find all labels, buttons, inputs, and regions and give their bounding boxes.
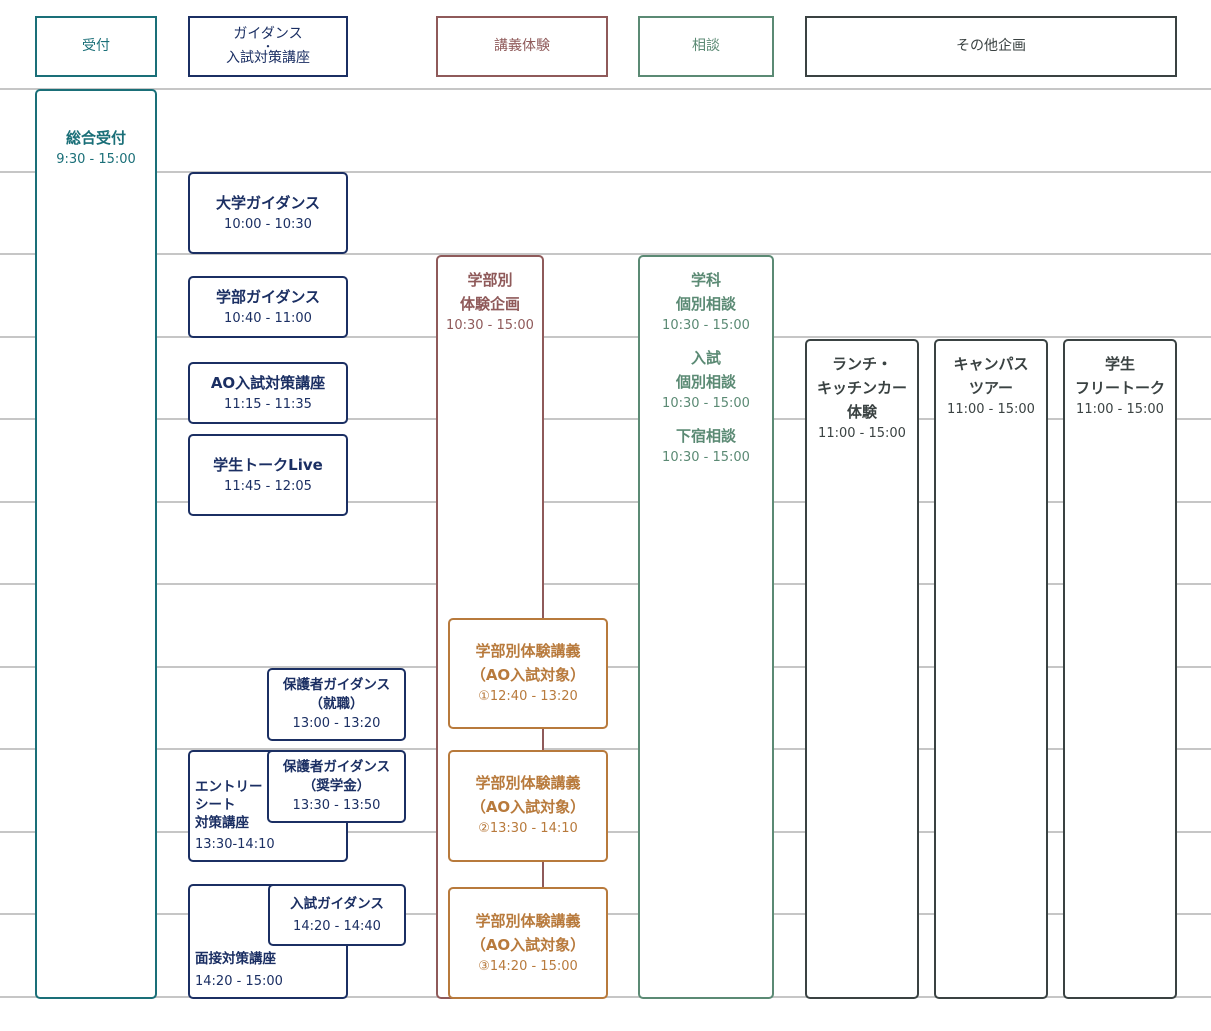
student-free-talk-line1: 学生 [1104,355,1135,373]
header-guidance-line1: ガイダンス [233,26,303,42]
header-reception: 受付 [35,16,157,77]
general-reception-title: 総合受付 [65,129,126,147]
grid-line [0,253,1211,255]
lunch-kitchen-car-line3: 体験 [846,403,877,421]
campus-tour-line1: キャンパス [953,355,1029,373]
faculty-lecture-ao-1-time: ①12:40 - 13:20 [478,689,578,704]
header-guidance: ガイダンス ・ 入試対策講座 [188,16,348,77]
student-free-talk-time: 11:00 - 15:00 [1076,402,1164,417]
lunch-kitchen-car-block[interactable]: ランチ・ キッチンカー 体験 11:00 - 15:00 [805,339,919,999]
header-guidance-line2: ・ [262,40,274,53]
university-guidance-title: 大学ガイダンス [215,194,321,212]
parent-guidance-scholarship-line1: 保護者ガイダンス [282,759,391,775]
faculty-lecture-ao-2-line1: 学部別体験講義 [475,774,581,792]
dept-consultation-time: 10:30 - 15:00 [662,318,750,333]
ao-exam-prep-title: AO入試対策講座 [210,374,326,392]
ao-exam-prep-block[interactable]: AO入試対策講座 11:15 - 11:35 [188,362,348,424]
entry-sheet-prep-time: 13:30-14:10 [195,837,275,852]
grid-line [0,583,1211,585]
parent-guidance-employment-time: 13:00 - 13:20 [292,716,381,731]
university-guidance-time: 10:00 - 10:30 [224,217,312,232]
faculty-experience-line1: 学部別 [467,271,513,289]
parent-guidance-scholarship-time: 13:30 - 13:50 [292,798,381,813]
exam-guidance-title: 入試ガイダンス [290,896,384,912]
faculty-lecture-ao-1-line2: （AO入試対象） [470,666,586,684]
general-reception-time: 9:30 - 15:00 [56,152,136,167]
faculty-lecture-ao-3-line1: 学部別体験講義 [475,912,581,930]
grid-line [0,88,1211,90]
grid-line [0,171,1211,173]
faculty-lecture-ao-1-line1: 学部別体験講義 [475,642,581,660]
header-lecture-label: 講義体験 [494,38,550,54]
dept-consultation-line1: 学科 [690,271,721,289]
student-free-talk-line2: フリートーク [1074,379,1165,397]
header-other-label: その他企画 [956,38,1026,54]
student-talk-live-block[interactable]: 学生トークLive 11:45 - 12:05 [188,434,348,516]
lunch-kitchen-car-line2: キッチンカー [816,379,907,397]
faculty-lecture-ao-2-line2: （AO入試対象） [470,798,586,816]
campus-tour-line2: ツアー [968,379,1014,397]
campus-tour-time: 11:00 - 15:00 [947,402,1035,417]
exam-guidance-block[interactable]: 入試ガイダンス 14:20 - 14:40 [268,884,406,946]
parent-guidance-employment-line1: 保護者ガイダンス [282,677,391,693]
lunch-kitchen-car-time: 11:00 - 15:00 [818,426,906,441]
faculty-guidance-title: 学部ガイダンス [215,288,321,306]
grid-line [0,336,1211,338]
faculty-experience-line2: 体験企画 [459,295,520,313]
faculty-lecture-ao-1-block[interactable]: 学部別体験講義 （AO入試対象） ①12:40 - 13:20 [448,618,608,729]
faculty-lecture-ao-3-block[interactable]: 学部別体験講義 （AO入試対象） ③14:20 - 15:00 [448,887,608,999]
university-guidance-block[interactable]: 大学ガイダンス 10:00 - 10:30 [188,172,348,254]
parent-guidance-employment-block[interactable]: 保護者ガイダンス （就職） 13:00 - 13:20 [267,668,406,741]
faculty-guidance-block[interactable]: 学部ガイダンス 10:40 - 11:00 [188,276,348,338]
lunch-kitchen-car-line1: ランチ・ [831,355,892,373]
faculty-lecture-ao-2-block[interactable]: 学部別体験講義 （AO入試対象） ②13:30 - 14:10 [448,750,608,862]
header-lecture: 講義体験 [436,16,608,77]
parent-guidance-scholarship-block[interactable]: 保護者ガイダンス （奨学金） 13:30 - 13:50 [267,750,406,823]
faculty-lecture-ao-2-time: ②13:30 - 14:10 [478,821,578,836]
ao-exam-prep-time: 11:15 - 11:35 [224,397,312,412]
grid-line [0,418,1211,420]
general-reception-block[interactable]: 総合受付 9:30 - 15:00 [35,89,157,999]
interview-prep-time: 14:20 - 15:00 [195,974,283,989]
interview-prep-title: 面接対策講座 [195,951,276,967]
entry-sheet-prep-line1: エントリー [195,779,263,795]
exam-consultation-line1: 入試 [690,349,721,367]
entry-sheet-prep-line3: 対策講座 [195,815,249,831]
exam-consultation-time: 10:30 - 15:00 [662,396,750,411]
parent-guidance-employment-line2: （就職） [309,696,364,712]
campus-tour-block[interactable]: キャンパス ツアー 11:00 - 15:00 [934,339,1048,999]
student-free-talk-block[interactable]: 学生 フリートーク 11:00 - 15:00 [1063,339,1177,999]
entry-sheet-prep-line2: シート [195,797,236,813]
header-consult-label: 相談 [692,38,720,54]
lodging-consultation-title: 下宿相談 [675,427,736,445]
grid-line [0,748,1211,750]
header-reception-label: 受付 [82,38,110,54]
student-talk-live-time: 11:45 - 12:05 [224,479,312,494]
header-consult: 相談 [638,16,774,77]
lodging-consultation-time: 10:30 - 15:00 [662,450,750,465]
student-talk-live-title: 学生トークLive [213,456,323,474]
faculty-experience-time: 10:30 - 15:00 [446,318,534,333]
header-other: その他企画 [805,16,1177,77]
exam-consultation-line2: 個別相談 [675,373,736,391]
parent-guidance-scholarship-line2: （奨学金） [302,778,371,794]
dept-consultation-line2: 個別相談 [675,295,736,313]
header-guidance-line3: 入試対策講座 [226,50,310,66]
consultation-block[interactable]: 学科 個別相談 10:30 - 15:00 入試 個別相談 10:30 - 15… [638,255,774,999]
faculty-lecture-ao-3-line2: （AO入試対象） [470,936,586,954]
exam-guidance-time: 14:20 - 14:40 [293,919,381,934]
grid-line [0,501,1211,503]
faculty-lecture-ao-3-time: ③14:20 - 15:00 [478,959,578,974]
faculty-guidance-time: 10:40 - 11:00 [224,311,312,326]
